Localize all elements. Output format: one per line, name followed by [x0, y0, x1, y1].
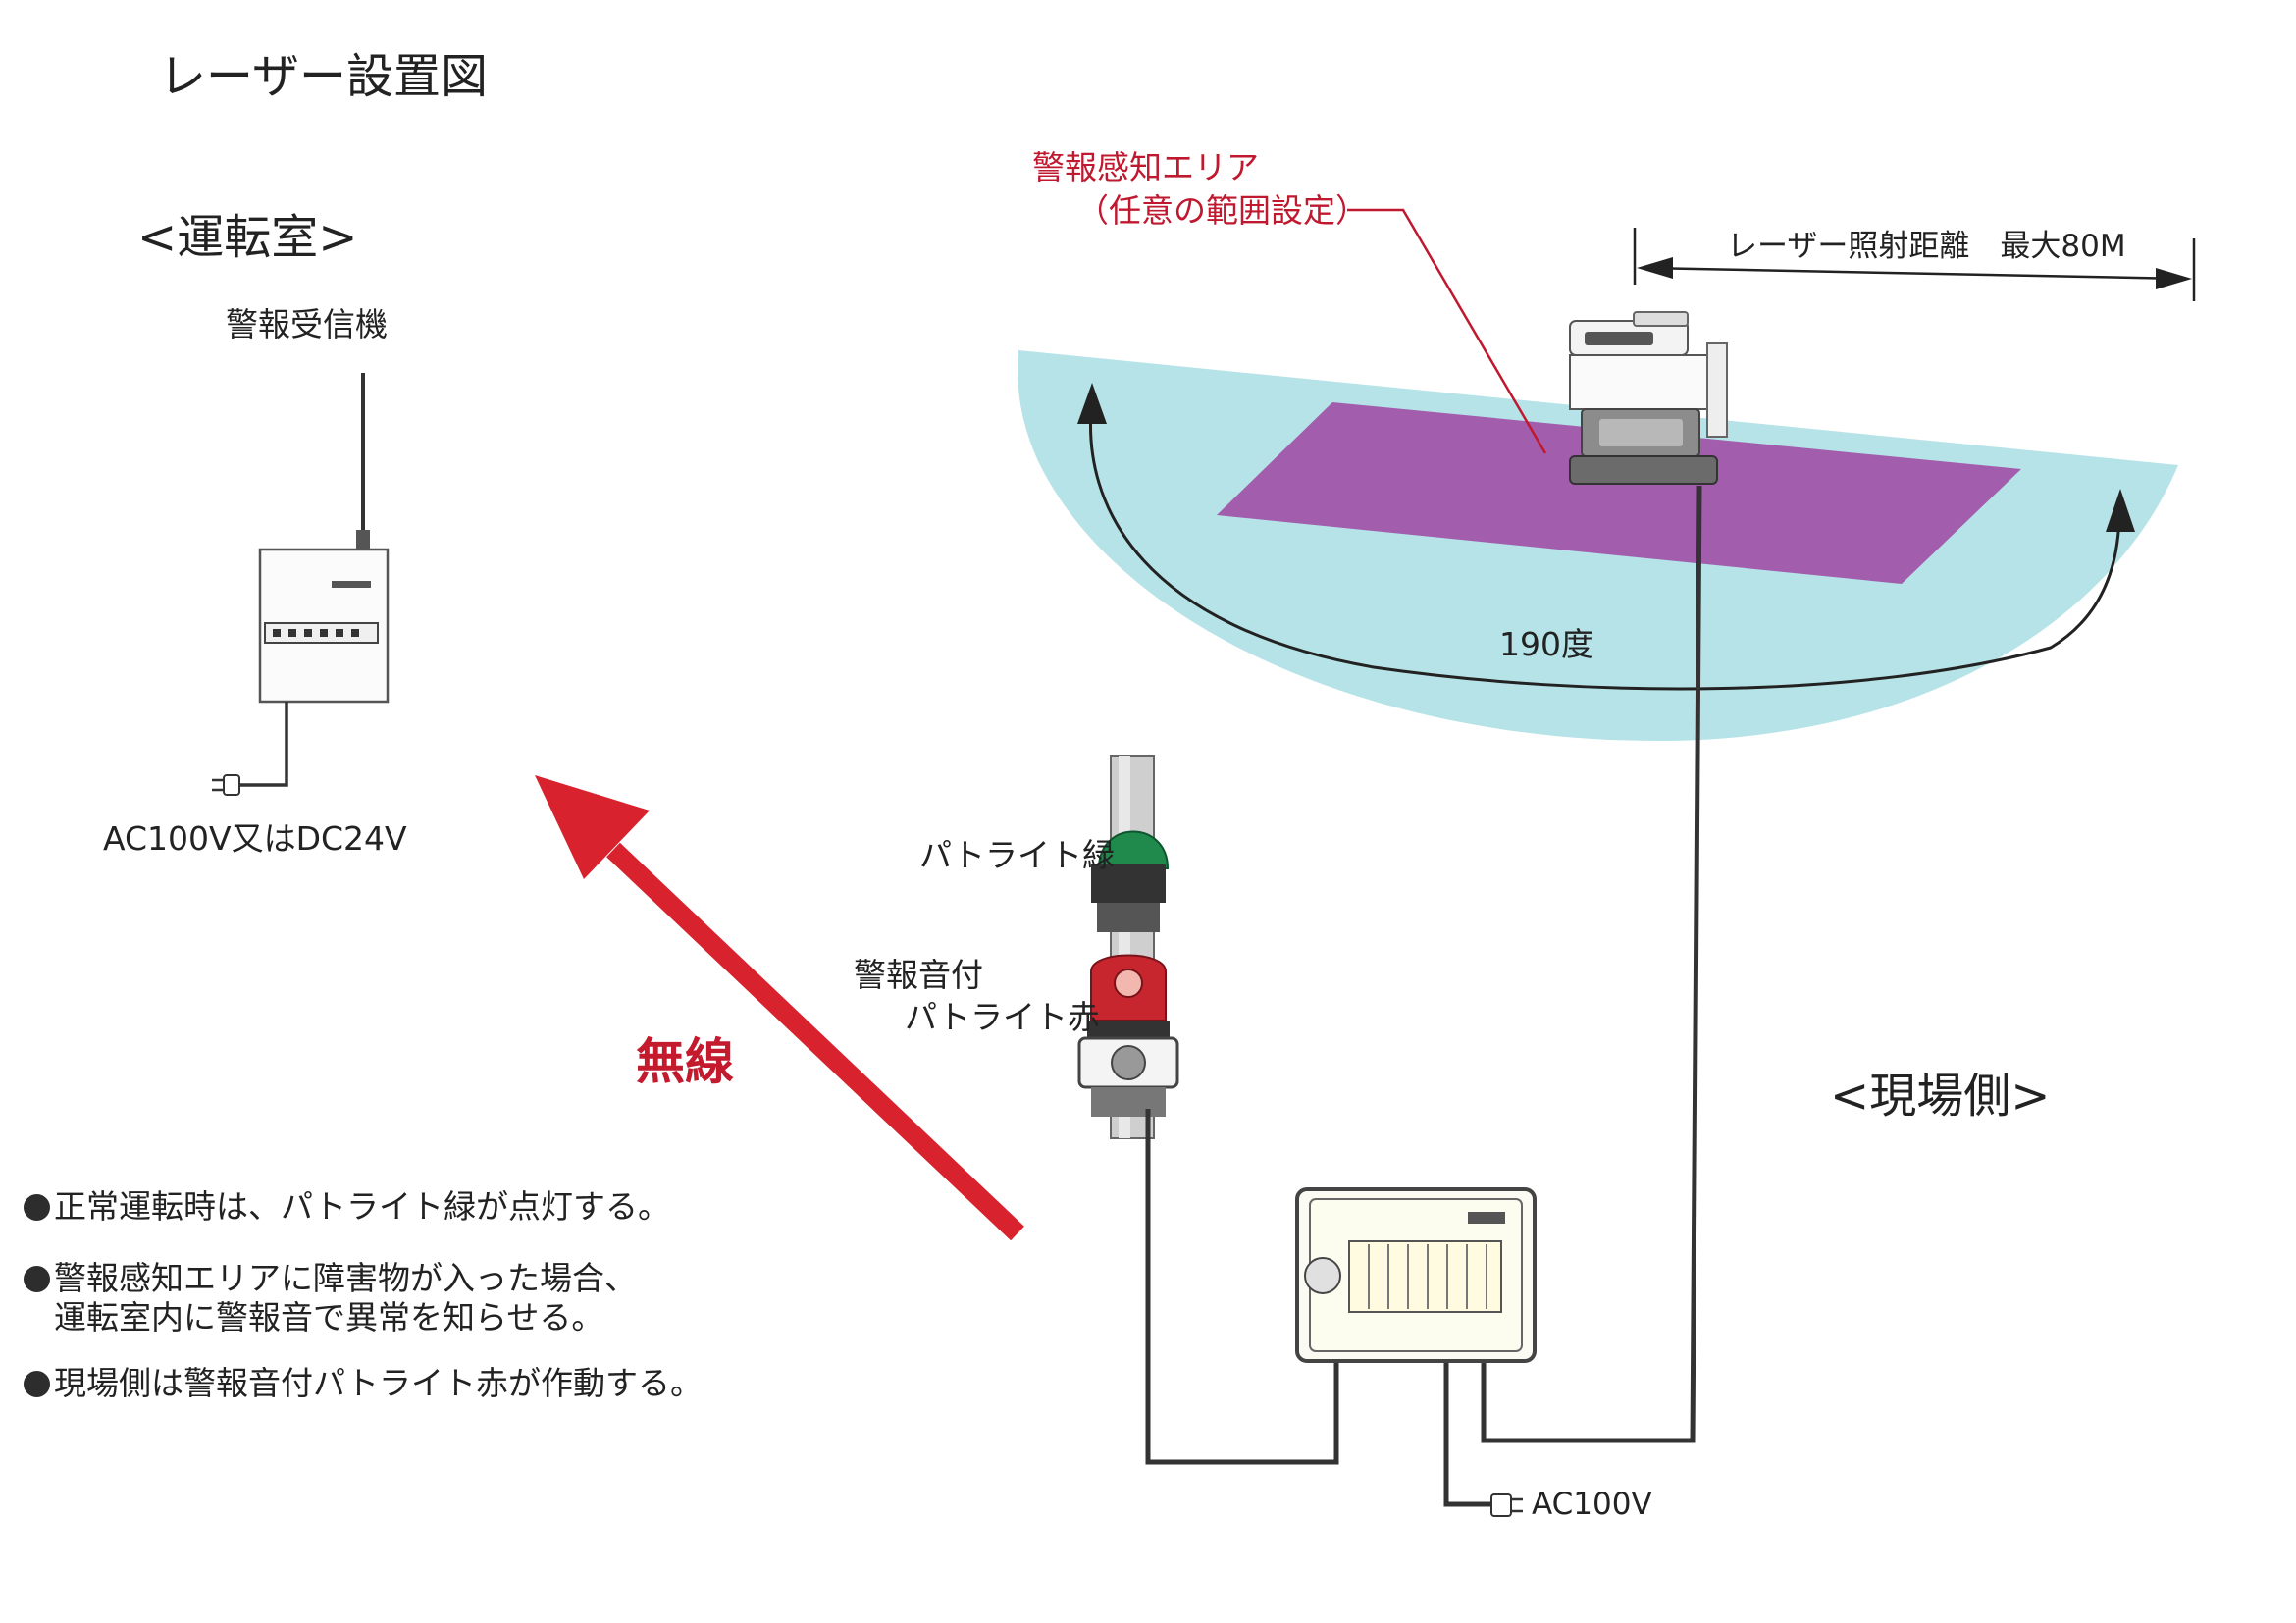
distance-line: [1644, 266, 2185, 281]
distance-arrow-right: [2156, 268, 2192, 289]
note-obstacle-entered: 警報感知エリアに障害物が入った場合、: [24, 1262, 637, 1294]
bullet-icon: [24, 1266, 50, 1292]
scan-angle-label: 190度: [1499, 625, 1593, 663]
note-normal-operation: 正常運転時は、パトライト緑が点灯する。: [24, 1190, 670, 1223]
site-heading: <現場側>: [1830, 1069, 2051, 1124]
bullet-icon: [24, 1194, 50, 1221]
alert-area-label: 警報感知エリア: [1032, 148, 1259, 186]
note-site-red-patlite: 現場側は警報音付パトライト赤が作動する。: [24, 1367, 703, 1399]
red-patlite: [1077, 954, 1179, 1117]
wireless-arrow-shaft: [606, 842, 1024, 1241]
wire-sensor-to-box: [1481, 485, 1702, 1443]
green-patlite-label: パトライト緑: [919, 836, 1115, 874]
control-box: [1295, 1187, 1537, 1363]
green-patlite: [1091, 830, 1170, 932]
alert-zone: [1217, 402, 2021, 584]
wire-box-power: [1443, 1359, 1491, 1507]
page-title: レーザー設置図: [159, 49, 489, 104]
receiver-power-label: AC100V又はDC24V: [103, 819, 407, 858]
bullet-icon: [24, 1371, 50, 1397]
arc-arrowhead-left: [1077, 383, 1107, 424]
note-obstacle-alarm: 運転室内に警報音で異常を知らせる。: [54, 1298, 604, 1336]
laser-distance-label: レーザー照射距離 最大80M: [1727, 229, 2126, 264]
laser-sensor: [1569, 311, 1728, 485]
alert-leader-line: [1347, 208, 1547, 454]
arc-arrowhead-right: [2106, 489, 2135, 532]
angle-arc: [1089, 399, 2121, 691]
control-room-heading: <運転室>: [137, 210, 358, 265]
site-power-label: AC100V: [1532, 1487, 1652, 1522]
alarm-receiver: [212, 373, 390, 796]
distance-arrow-left: [1637, 257, 1673, 279]
red-patlite-label-line2: パトライト赤: [905, 998, 1100, 1036]
power-plug: [1490, 1493, 1523, 1517]
wireless-arrow-head: [535, 775, 650, 879]
receiver-label: 警報受信機: [226, 305, 388, 343]
wireless-label: 無線: [636, 1033, 734, 1090]
red-patlite-label-line1: 警報音付: [854, 956, 983, 994]
wire-patlite-to-box: [1145, 1109, 1339, 1465]
alert-area-sub-label: （任意の範囲設定）: [1076, 191, 1368, 230]
